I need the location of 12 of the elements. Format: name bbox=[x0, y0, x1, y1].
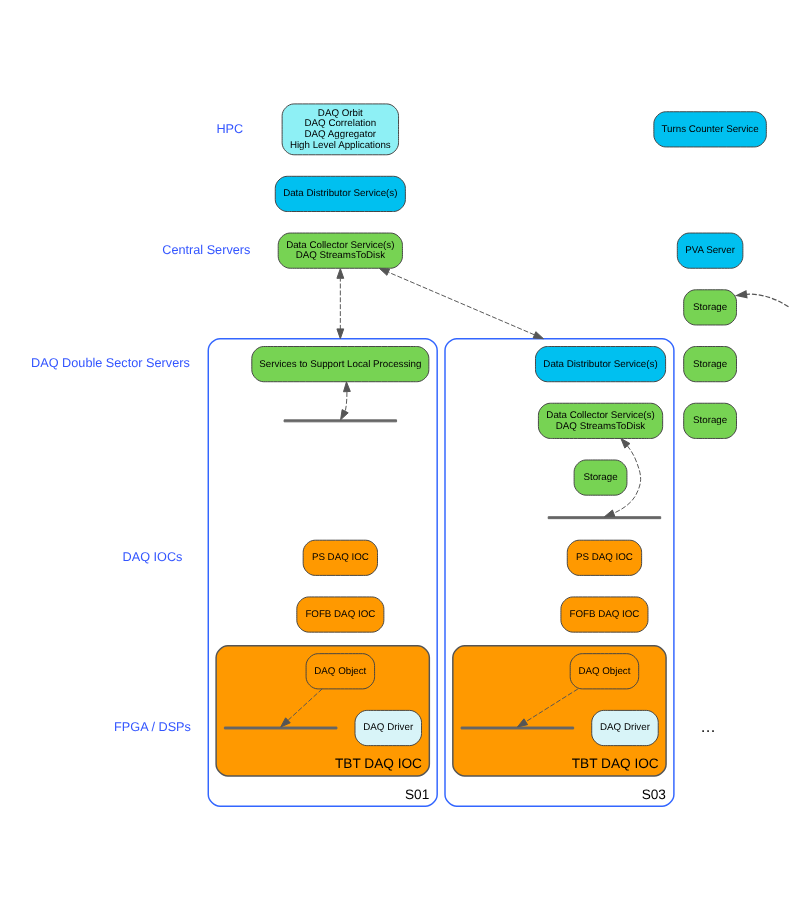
node-bar bbox=[283, 419, 398, 423]
arrow bbox=[734, 289, 790, 308]
label: … bbox=[700, 717, 716, 736]
node-bar bbox=[223, 726, 338, 730]
arrow bbox=[517, 688, 579, 728]
arrow bbox=[378, 267, 544, 340]
node-bar bbox=[460, 726, 575, 730]
node-bar bbox=[547, 516, 662, 520]
arrow bbox=[604, 438, 642, 518]
arrow bbox=[336, 268, 345, 340]
arrow bbox=[340, 381, 351, 421]
arrow bbox=[280, 688, 323, 728]
